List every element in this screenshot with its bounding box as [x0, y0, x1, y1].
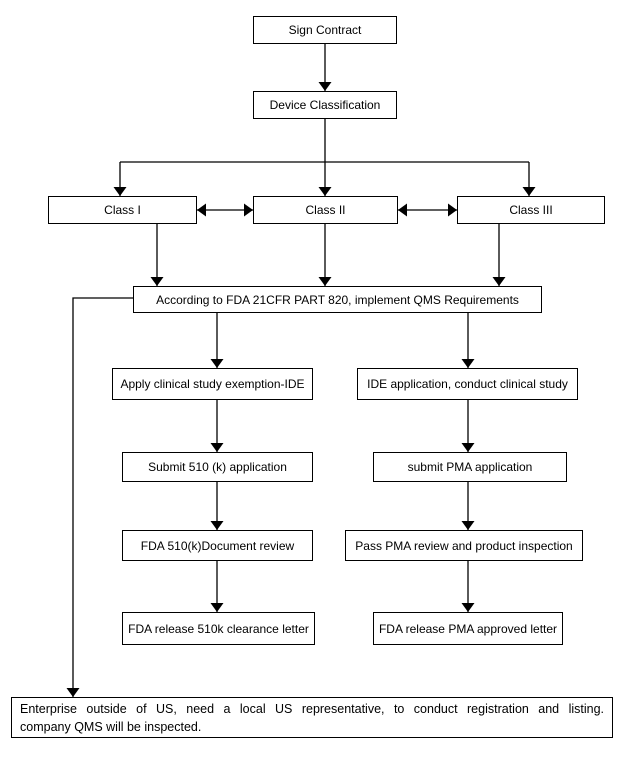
- node-apply-ide-exemption: Apply clinical study exemption-IDE: [112, 368, 313, 400]
- node-submit-pma: submit PMA application: [373, 452, 567, 482]
- node-qms-requirements: According to FDA 21CFR PART 820, impleme…: [133, 286, 542, 313]
- node-class-3: Class III: [457, 196, 605, 224]
- node-fda-510k-review: FDA 510(k)Document review: [122, 530, 313, 561]
- node-release-510k-letter: FDA release 510k clearance letter: [122, 612, 315, 645]
- note-line-2: company QMS will be inspected.: [20, 719, 202, 734]
- node-class-1: Class I: [48, 196, 197, 224]
- node-release-pma-letter: FDA release PMA approved letter: [373, 612, 563, 645]
- node-class-2: Class II: [253, 196, 398, 224]
- node-pass-pma-review: Pass PMA review and product inspection: [345, 530, 583, 561]
- node-enterprise-note: Enterprise outside of US, need a local U…: [11, 697, 613, 738]
- node-submit-510k: Submit 510 (k) application: [122, 452, 313, 482]
- node-device-classification: Device Classification: [253, 91, 397, 119]
- node-ide-application: IDE application, conduct clinical study: [357, 368, 578, 400]
- node-sign-contract: Sign Contract: [253, 16, 397, 44]
- note-line-1: Enterprise outside of US, need a local U…: [20, 702, 604, 716]
